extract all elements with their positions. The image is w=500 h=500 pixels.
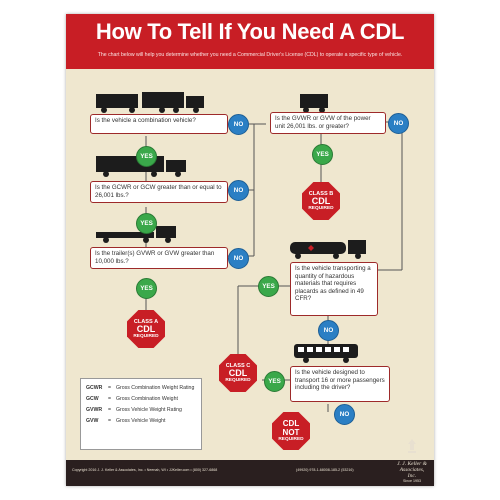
brand-name: J. J. Keller & Associates, Inc. xyxy=(397,461,427,479)
no-badge-1: NO xyxy=(228,114,249,135)
cdl-poster: How To Tell If You Need A CDL The chart … xyxy=(66,14,434,486)
abbreviation-legend: GCWR=Gross Combination Weight Rating GCW… xyxy=(80,378,202,450)
result-class-b: CLASS B CDL REQUIRED xyxy=(302,182,340,220)
yes-badge-6: YES xyxy=(264,371,285,392)
question-combination: Is the vehicle a combination vehicle? xyxy=(90,114,228,134)
yes-badge-4: YES xyxy=(312,144,333,165)
no-badge-4: NO xyxy=(388,113,409,134)
jj-keller-logo: J. J. Keller & Associates, Inc. Since 19… xyxy=(396,438,428,483)
question-passengers: Is the vehicle designed to transport 16 … xyxy=(290,366,390,402)
legend-row: GVWR=Gross Vehicle Weight Rating xyxy=(86,407,182,413)
question-hazmat: Is the vehicle transporting a quantity o… xyxy=(290,262,378,316)
product-codes: (49920) 978-1-68008-185-2 (53216) xyxy=(296,468,354,472)
page-title: How To Tell If You Need A CDL xyxy=(95,19,405,44)
no-badge-5: NO xyxy=(318,320,339,341)
result-cdl-not-required: CDL NOT REQUIRED xyxy=(272,412,310,450)
question-trailer: Is the trailer(s) GVWR or GVW greater th… xyxy=(90,247,228,269)
no-badge-3: NO xyxy=(228,248,249,269)
result-class-a: CLASS A CDL REQUIRED xyxy=(127,310,165,348)
no-badge-6: NO xyxy=(334,404,355,425)
question-gcwr: Is the GCWR or GCW greater than or equal… xyxy=(90,181,228,203)
keller-crest-icon xyxy=(408,439,416,453)
result-class-c: CLASS C CDL REQUIRED xyxy=(219,354,257,392)
since-text: Since 1953 xyxy=(403,479,421,483)
legend-row: GVW=Gross Vehicle Weight xyxy=(86,418,166,424)
yes-badge-3: YES xyxy=(136,278,157,299)
legend-row: GCWR=Gross Combination Weight Rating xyxy=(86,385,195,391)
yes-badge-1: YES xyxy=(136,146,157,167)
copyright-text: Copyright 2016 J. J. Keller & Associates… xyxy=(72,468,218,472)
no-badge-2: NO xyxy=(228,180,249,201)
page-subtitle: The chart below will help you determine … xyxy=(97,52,403,58)
legend-row: GCW=Gross Combination Weight xyxy=(86,396,178,402)
footer-bar: Copyright 2016 J. J. Keller & Associates… xyxy=(66,460,434,486)
header-banner: How To Tell If You Need A CDL The chart … xyxy=(66,14,434,69)
yes-badge-5: YES xyxy=(258,276,279,297)
question-power-unit: Is the GVWR or GVW of the power unit 26,… xyxy=(270,112,386,134)
yes-badge-2: YES xyxy=(136,213,157,234)
